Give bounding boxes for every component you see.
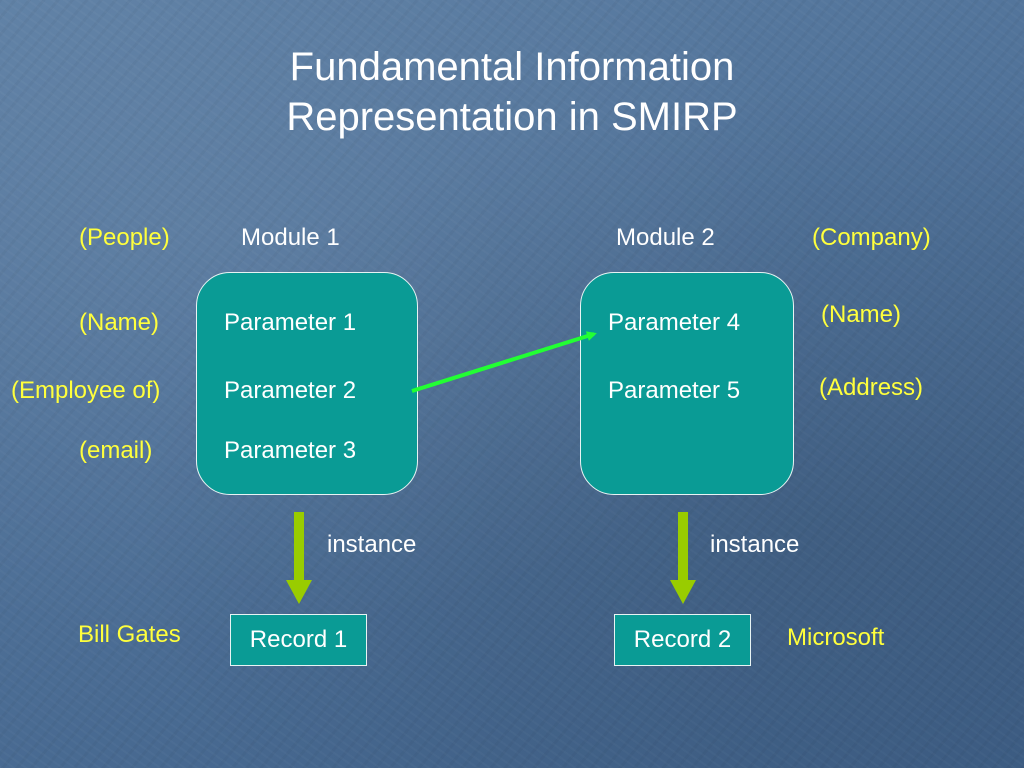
module-2-label: Module 2 [616,224,715,251]
record-1-example: Bill Gates [78,621,181,648]
module-2-box [580,272,794,495]
param-2-meaning: (Employee of) [11,377,161,404]
parameter-1: Parameter 1 [224,309,357,336]
module-1-box [196,272,418,495]
parameter-3: Parameter 3 [224,437,357,464]
instance-arrow-1 [286,512,312,604]
parameter-4: Parameter 4 [608,309,741,336]
module-2-entity-label: (Company) [812,224,931,251]
instance-arrow-2 [670,512,696,604]
parameter-5: Parameter 5 [608,377,741,404]
parameter-2: Parameter 2 [224,377,357,404]
title-line-2: Representation in SMIRP [286,95,738,139]
slide-title: Fundamental Information Representation i… [0,42,1024,142]
title-line-1: Fundamental Information [289,45,735,89]
record-2-example: Microsoft [787,624,885,651]
param-3-meaning: (email) [79,437,153,464]
instance-label-1: instance [327,531,417,558]
module-1-entity-label: (People) [79,224,170,251]
param-1-meaning: (Name) [79,309,160,336]
param-4-meaning: (Name) [821,301,902,328]
module-1-label: Module 1 [241,224,340,251]
record-2-box: Record 2 [614,614,751,666]
param-5-meaning: (Address) [819,374,924,401]
instance-label-2: instance [710,531,800,558]
record-1-box: Record 1 [230,614,367,666]
reference-link-arrow [411,331,597,393]
